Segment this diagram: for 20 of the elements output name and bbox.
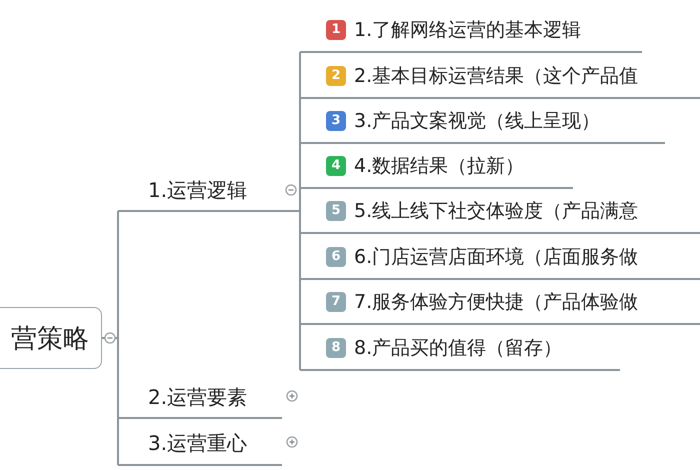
priority-badge: 2 [326,66,346,86]
priority-badge: 3 [326,110,346,130]
subtopic-text: 5.线上线下社交体验度（产品满意 [354,198,638,224]
branch-topic: 1.运营逻辑 [118,170,284,212]
subtopic-text: 4.数据结果（拉新） [354,154,524,178]
priority-badge: 7 [326,292,346,312]
priority-badge: 4 [326,156,346,176]
subtopic-text: 3.产品文案视觉（线上呈现） [354,108,600,134]
subtopic-text: 2.基本目标运营结果（这个产品值 [354,64,638,88]
priority-badge: 5 [326,200,346,220]
priority-badge: 8 [326,338,346,358]
priority-badge: 1 [326,20,346,40]
subtopic-text: 7.服务体验方便快捷（产品体验做 [354,290,638,314]
branch-topic: 3.运营重心 [118,423,282,466]
branch-topic: 2.运营要素 [118,377,282,419]
root-topic-box: 营策略 [0,307,102,369]
subtopic-text: 1.了解网络运营的基本逻辑 [354,18,582,42]
priority-badge: 6 [326,246,346,266]
subtopic-text: 8.产品买的值得（留存） [354,336,562,360]
subtopic-text: 6.门店运营店面环境（店面服务做 [354,244,638,270]
